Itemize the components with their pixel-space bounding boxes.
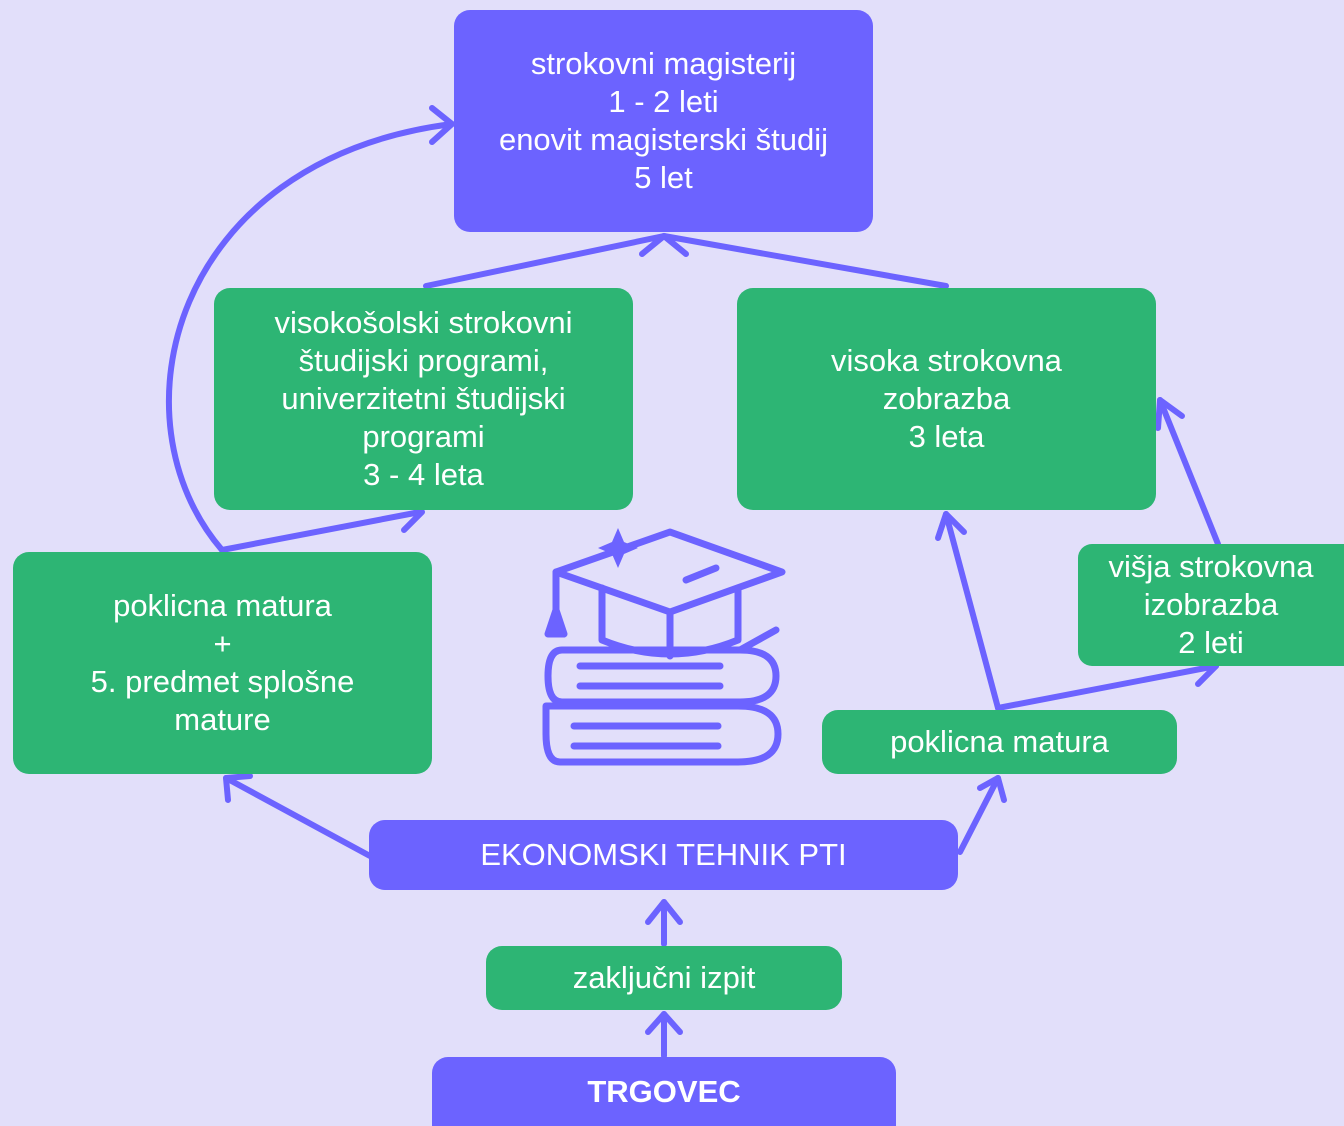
trader-label: TRGOVEC — [587, 1073, 741, 1109]
arrow-matura-plus-to-master — [166, 121, 455, 553]
vocational-matura-box: poklicna matura — [822, 710, 1177, 774]
higher-professional-label: visoka strokovna zobrazba 3 leta — [831, 343, 1062, 454]
university-programs-label: visokošolski strokovni študijski program… — [274, 305, 573, 492]
arrow-matura-to-higher-professional — [943, 511, 1001, 711]
higher-vocational-label: višja strokovna izobrazba 2 leti — [1108, 549, 1314, 660]
vocational-matura-plus-box: poklicna matura + 5. predmet splošne mat… — [13, 552, 432, 774]
economic-technician-label: EKONOMSKI TEHNIK PTI — [480, 837, 847, 872]
higher-professional-box: visoka strokovna zobrazba 3 leta — [737, 288, 1156, 510]
vocational-matura-label: poklicna matura — [890, 724, 1109, 759]
arrow-higher-vocational-to-higher-professional — [1157, 397, 1221, 547]
vocational-matura-plus-label: poklicna matura + 5. predmet splošne mat… — [90, 588, 355, 737]
master-studies-label: strokovni magisterij 1 - 2 leti enovit m… — [498, 46, 829, 195]
higher-vocational-box: višja strokovna izobrazba 2 leti — [1078, 544, 1344, 666]
arrow-matura-plus-to-university — [219, 509, 423, 553]
economic-technician-box: EKONOMSKI TEHNIK PTI — [369, 820, 958, 890]
arrow-technician-to-matura-plus — [223, 775, 373, 859]
final-exam-label: zaključni izpit — [572, 960, 756, 995]
arrow-higher-professional-to-master — [661, 233, 949, 289]
trader-box: TRGOVEC — [432, 1057, 896, 1126]
final-exam-box: zaključni izpit — [486, 946, 842, 1010]
arrow-university-to-master — [423, 233, 667, 289]
university-programs-box: visokošolski strokovni študijski program… — [214, 288, 633, 510]
master-studies-box: strokovni magisterij 1 - 2 leti enovit m… — [454, 10, 873, 232]
arrow-technician-to-matura — [957, 775, 1001, 855]
arrow-matura-to-higher-vocational — [995, 663, 1219, 711]
